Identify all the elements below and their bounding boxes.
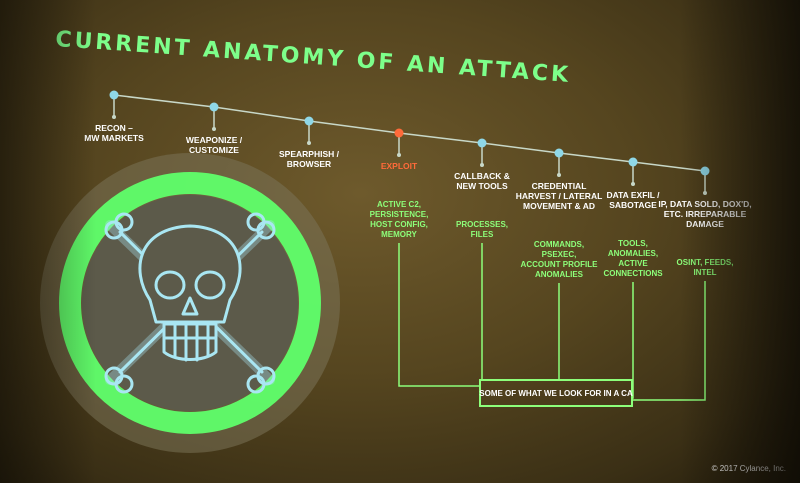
stage-label: RECON –MW MARKETS — [84, 123, 144, 143]
look-for-label-line: ANOMALIES, — [608, 249, 658, 258]
look-for-label-line: HOST CONFIG, — [370, 220, 428, 229]
timeline-stem-dot — [307, 141, 311, 145]
look-for-items: ACTIVE C2,PERSISTENCE,HOST CONFIG,MEMORY… — [370, 200, 734, 401]
timeline-node — [700, 166, 710, 176]
look-for-label-line: INTEL — [693, 268, 716, 277]
timeline-node — [304, 116, 314, 126]
look-for-label: ACTIVE C2,PERSISTENCE,HOST CONFIG,MEMORY — [370, 200, 429, 239]
look-for-connector — [632, 281, 706, 401]
stage-label: CALLBACK &NEW TOOLS — [454, 171, 510, 191]
stage-label-line: EXPLOIT — [381, 161, 418, 171]
look-for-label-line: FILES — [471, 230, 494, 239]
look-for-label-line: COMMANDS, — [534, 240, 584, 249]
look-for-label: OSINT, FEEDS,INTEL — [677, 258, 734, 277]
stage-label-line: BROWSER — [287, 159, 331, 169]
look-for-label-line: ACTIVE — [618, 259, 648, 268]
timeline-node — [394, 128, 404, 138]
stage-label-line: CALLBACK & — [454, 171, 510, 181]
look-for-label-line: TOOLS, — [618, 239, 648, 248]
timeline-stem-dot — [212, 127, 216, 131]
timeline-stem-dot — [397, 153, 401, 157]
timeline-stem-dot — [557, 173, 561, 177]
timeline-node — [477, 138, 487, 148]
stage-label-line: SABOTAGE — [609, 200, 657, 210]
timeline-node — [109, 90, 119, 100]
summary-box: SOME OF WHAT WE LOOK FOR IN A CA — [479, 379, 633, 407]
look-for-label-line: ANOMALIES — [535, 270, 584, 279]
stage-label-line: RECON – — [95, 123, 133, 133]
timeline-stem-dot — [112, 115, 116, 119]
stage-label-line: CREDENTIAL — [532, 181, 587, 191]
timeline-node — [209, 102, 219, 112]
stage-label-line: MW MARKETS — [84, 133, 144, 143]
stage-label-line: HARVEST / LATERAL — [516, 191, 603, 201]
stage-label: EXPLOIT — [381, 161, 418, 171]
stage-label-line: NEW TOOLS — [456, 181, 508, 191]
stage-label-line: WEAPONIZE / — [186, 135, 243, 145]
timeline-stem-dot — [480, 163, 484, 167]
stage-label-line: ETC. IRREPARABLE — [664, 209, 747, 219]
look-for-label-line: PSEXEC, — [542, 250, 577, 259]
stage-label-line: SPEARPHISH / — [279, 149, 340, 159]
timeline-node — [628, 157, 638, 167]
look-for-label: PROCESSES,FILES — [456, 220, 508, 239]
stage-label: WEAPONIZE /CUSTOMIZE — [186, 135, 243, 155]
stage-label: DATA EXFIL /SABOTAGE — [606, 190, 660, 210]
timeline-stem-dot — [631, 182, 635, 186]
stage-label-line: IP, DATA SOLD, DOX'D, — [658, 199, 751, 209]
stage-label-line: MOVEMENT & AD — [523, 201, 595, 211]
timeline-stem-dot — [703, 191, 707, 195]
stage-label: SPEARPHISH /BROWSER — [279, 149, 340, 169]
look-for-label-line: CONNECTIONS — [603, 269, 663, 278]
copyright-notice: © 2017 Cylance, Inc. — [711, 464, 786, 473]
stage-label-line: DAMAGE — [686, 219, 724, 229]
look-for-connector — [398, 243, 480, 387]
summary-box-label: SOME OF WHAT WE LOOK FOR IN A CA — [479, 389, 633, 398]
skull-emblem — [40, 153, 340, 453]
look-for-label-line: OSINT, FEEDS, — [677, 258, 734, 267]
look-for-label-line: PERSISTENCE, — [370, 210, 429, 219]
look-for-label-line: ACTIVE C2, — [377, 200, 421, 209]
stage-label-line: CUSTOMIZE — [189, 145, 239, 155]
look-for-label-line: ACCOUNT PROFILE — [521, 260, 599, 269]
stage-label-line: DATA EXFIL / — [606, 190, 660, 200]
look-for-label-line: PROCESSES, — [456, 220, 508, 229]
look-for-label-line: MEMORY — [381, 230, 417, 239]
timeline-node — [554, 148, 564, 158]
